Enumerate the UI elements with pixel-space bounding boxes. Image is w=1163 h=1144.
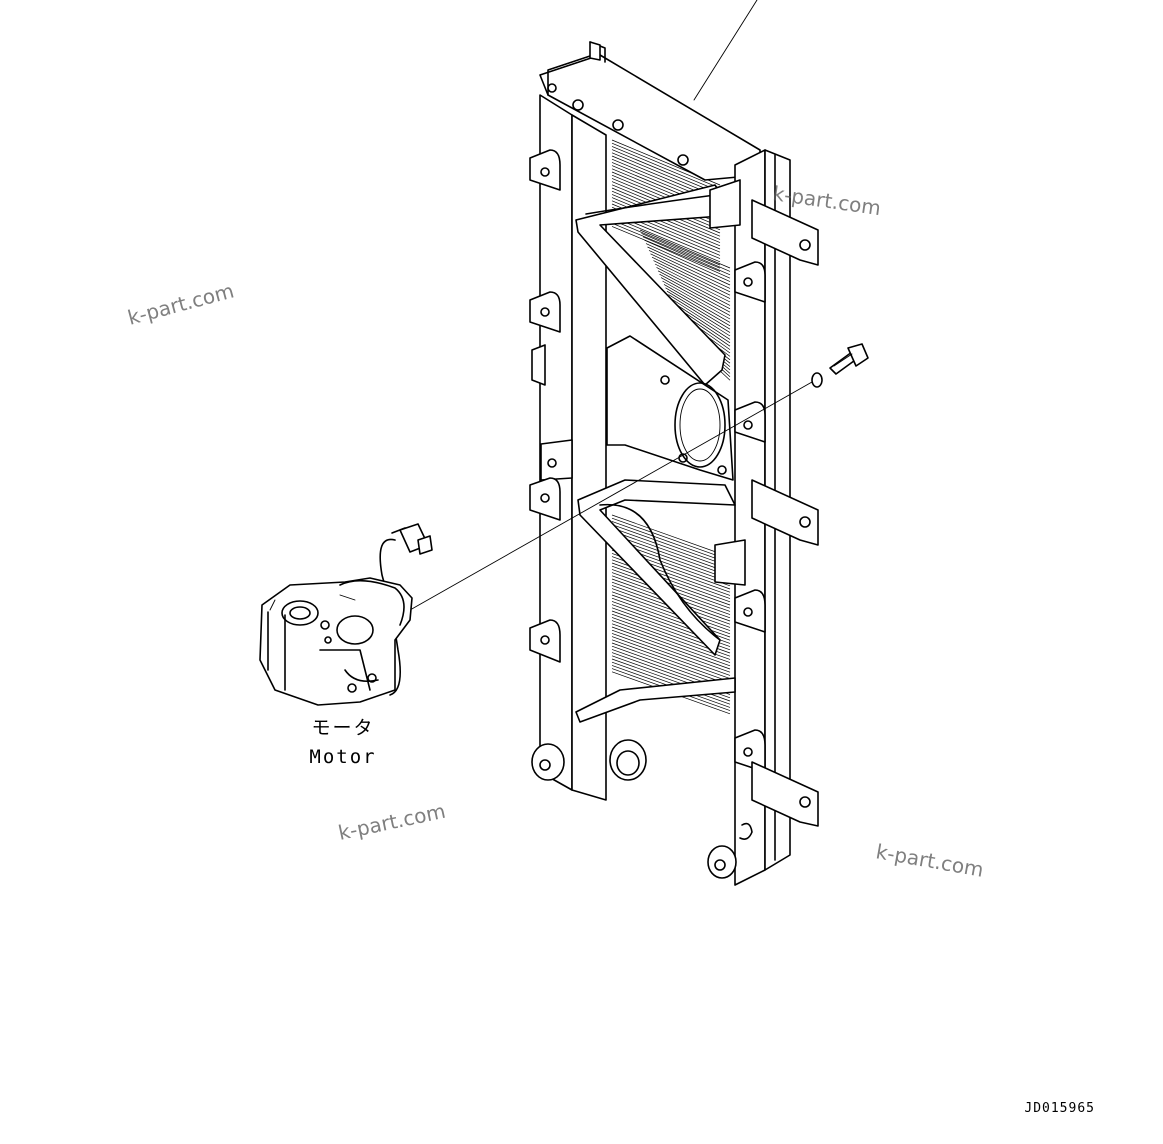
fin-line: [663, 284, 731, 323]
fin-line: [641, 233, 731, 272]
left-mounting-lugs: [529, 149, 573, 781]
fin-line: [647, 246, 731, 286]
fin-line: [662, 280, 731, 320]
motor-body: [259, 577, 413, 706]
fin-line: [666, 290, 731, 330]
fin-line: [644, 239, 731, 279]
mounting-bolt[interactable]: [829, 343, 869, 375]
drain-boss: [609, 739, 647, 781]
fin-line: [653, 260, 731, 299]
fin-line: [645, 243, 731, 282]
fin-line: [611, 530, 731, 574]
fin-line: [650, 253, 731, 293]
fin-line: [665, 287, 731, 327]
fin-line: [611, 226, 721, 272]
watermark-1: k-part.com: [125, 278, 236, 329]
fin-line: [611, 517, 731, 561]
leader-line-motor: [409, 381, 813, 611]
fin-line: [668, 294, 731, 333]
fin-line: [611, 216, 721, 263]
fin-line: [642, 236, 731, 276]
motor-label-jp: モータ: [311, 717, 374, 739]
fin-line: [611, 661, 731, 705]
fin-line: [611, 636, 731, 679]
center-mounting-plate: [606, 335, 734, 481]
leader-line-top: [693, 0, 758, 101]
cooler-frame[interactable]: [529, 41, 819, 886]
fin-line: [611, 146, 721, 192]
bottom-brace: [575, 677, 736, 723]
fin-line: [611, 633, 731, 676]
motor-label-en: Motor: [309, 746, 376, 768]
fin-line: [611, 142, 721, 189]
fin-line: [611, 514, 731, 558]
fin-line: [611, 219, 721, 266]
fin-line: [656, 267, 731, 306]
left-side-rail-inner: [571, 114, 607, 801]
right-side-brackets: [751, 199, 819, 827]
fin-line: [639, 229, 731, 269]
fin-line: [611, 617, 731, 660]
fin-line: [654, 263, 731, 303]
fin-line: [611, 524, 731, 567]
fin-line: [648, 250, 731, 289]
fin-line: [611, 626, 731, 670]
watermark-4: k-part.com: [874, 839, 985, 882]
fin-line: [671, 301, 731, 340]
center-mounting-hole: [674, 382, 726, 468]
right-mounting-lugs: [707, 179, 766, 879]
drawing-code: JD015965: [1024, 1101, 1095, 1116]
fin-line: [611, 591, 731, 635]
fin-line: [611, 222, 721, 269]
fin-line: [611, 527, 731, 571]
fin-line: [611, 521, 731, 564]
fin-line: [660, 277, 731, 316]
watermark-3: k-part.com: [336, 799, 448, 845]
fin-line: [611, 629, 731, 673]
fin-line: [611, 533, 731, 577]
fin-line: [611, 623, 731, 667]
fin-line: [611, 620, 731, 663]
fin-line: [657, 270, 731, 310]
washer[interactable]: [811, 372, 823, 388]
fin-line: [611, 149, 721, 195]
fin-line: [651, 256, 731, 296]
fin-line: [611, 642, 731, 686]
fin-line: [659, 273, 731, 313]
fin-line: [611, 639, 731, 683]
motor-assembly[interactable]: [259, 523, 433, 706]
fin-line: [669, 297, 731, 337]
